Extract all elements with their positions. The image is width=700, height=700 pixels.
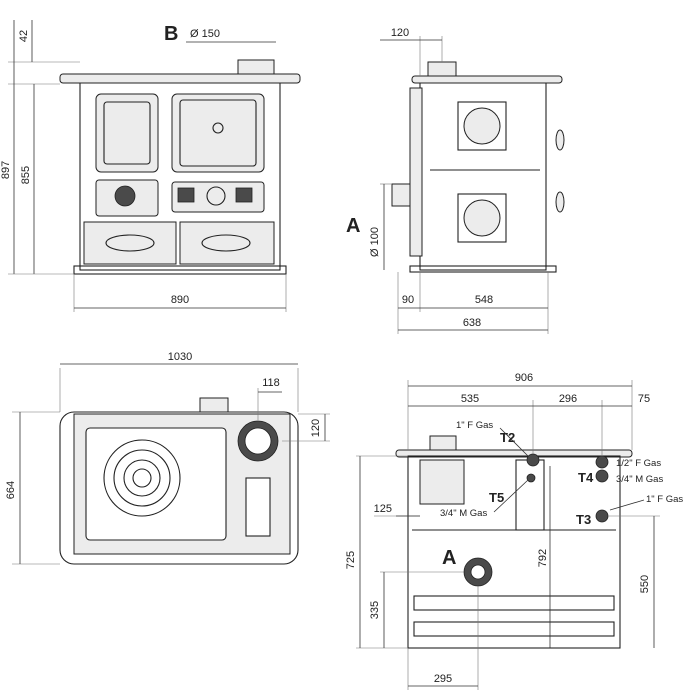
back-dim-75: 75 [638, 393, 650, 405]
back-dim-725: 725 [345, 551, 357, 569]
front-view-air-regulator-icon [114, 185, 136, 207]
top-view: 1030 118 120 664 [5, 351, 330, 565]
t4-gas-label-b: 3/4" M Gas [616, 474, 663, 485]
back-view-top-plate [395, 449, 633, 458]
side-view-lower-panel [457, 193, 507, 243]
top-view-cooktop [85, 427, 227, 541]
top-dim-664: 664 [5, 481, 17, 499]
side-dim-548: 548 [475, 294, 493, 306]
t3-gas-label: 1" F Gas [646, 494, 683, 505]
front-view-control-slot-left [177, 187, 195, 203]
back-dim-335: 335 [369, 601, 381, 619]
side-view-base [409, 265, 557, 273]
back-view-grille-bottom [413, 621, 615, 637]
side-dim-90: 90 [402, 294, 414, 306]
side-view-handle-icon [555, 129, 565, 151]
top-view-frame [59, 411, 299, 565]
front-dim-flue-diameter: Ø 150 [190, 28, 220, 40]
side-view-emblem-icon [463, 107, 501, 145]
front-view-drawer-ornament-icon [201, 234, 251, 252]
front-view: 42 897 855 B Ø 150 890 [0, 20, 301, 312]
t3-connection-icon [595, 509, 609, 523]
t5-gas-label: 3/4" M Gas [440, 508, 487, 519]
t4-connection-icon [595, 455, 609, 469]
side-view-top-plate [411, 75, 563, 84]
back-dim-295: 295 [434, 673, 452, 685]
back-dim-296: 296 [559, 393, 577, 405]
top-view-hotplate-ring-icon [123, 459, 161, 497]
top-view-hotplate-ring-icon [132, 468, 152, 488]
top-view-flue-collar [199, 397, 229, 413]
front-view-firebox-window [103, 101, 151, 165]
front-view-oven-window [179, 99, 257, 167]
top-dim-118: 118 [262, 377, 280, 389]
side-label-a: A [346, 215, 360, 237]
back-view-body [407, 455, 621, 649]
front-label-b: B [164, 23, 178, 45]
t3-label: T3 [576, 512, 591, 527]
side-view-emblem-icon [463, 199, 501, 237]
top-view-hotplate-ring-icon [113, 449, 171, 507]
side-view: 120 A Ø 100 90 548 638 [346, 27, 565, 334]
top-dim-120: 120 [310, 419, 322, 437]
front-view-top-plate [59, 73, 301, 84]
side-view-handle-icon [555, 191, 565, 213]
back-view-grille-top [413, 595, 615, 611]
back-dim-125: 125 [374, 503, 392, 515]
side-dim-inlet-diameter: Ø 100 [369, 227, 381, 257]
front-dim-855: 855 [20, 166, 32, 184]
back-dim-550: 550 [639, 575, 651, 593]
back-view-chimney-box [419, 459, 465, 505]
t5-label: T5 [489, 490, 504, 505]
back-dim-792: 792 [537, 549, 549, 567]
front-view-flue [237, 59, 275, 75]
front-view-drawer-left [83, 221, 177, 265]
t4b-connection-icon [595, 469, 609, 483]
front-dim-890: 890 [171, 294, 189, 306]
side-dim-638: 638 [463, 317, 481, 329]
side-view-upper-panel [457, 101, 507, 151]
front-view-firebox-door [95, 93, 159, 173]
back-dim-906: 906 [515, 372, 533, 384]
t2-gas-label: 1" F Gas [456, 420, 493, 431]
side-view-flue [427, 61, 457, 77]
side-view-back-panel [409, 87, 423, 257]
top-view-flue-outlet-inner [244, 427, 272, 455]
t2-label: T2 [500, 430, 515, 445]
t4-label: T4 [578, 470, 594, 485]
front-view-thermometer-icon [212, 122, 224, 134]
t5-connection-icon [526, 473, 536, 483]
t2-leader [499, 427, 529, 457]
front-view-drawer-right [179, 221, 275, 265]
top-view-hotplate-ring-icon [103, 439, 181, 517]
back-view-flue [429, 435, 457, 451]
front-view-drawer-ornament-icon [105, 234, 155, 252]
front-view-control-slot-right [235, 187, 253, 203]
t4-gas-label-a: 1/2" F Gas [616, 458, 661, 469]
front-view-base [73, 265, 287, 275]
t2-connection-icon [526, 453, 540, 467]
side-dim-120: 120 [391, 27, 409, 39]
front-view-control-knob-icon [206, 186, 226, 206]
back-view-piping-zone [515, 459, 545, 531]
top-dim-1030: 1030 [168, 351, 192, 363]
back-view: 906 535 296 75 125 725 335 792 550 295 A… [345, 372, 683, 690]
top-view-vent-slot [245, 477, 271, 537]
front-dim-42: 42 [18, 30, 30, 42]
t5-leader [493, 479, 529, 513]
front-dim-897: 897 [0, 161, 12, 179]
back-view-air-inlet-inner [470, 564, 486, 580]
back-label-a: A [442, 547, 456, 569]
side-view-inlet-pipe [391, 183, 411, 207]
t3-leader [609, 499, 645, 511]
back-dim-535: 535 [461, 393, 479, 405]
